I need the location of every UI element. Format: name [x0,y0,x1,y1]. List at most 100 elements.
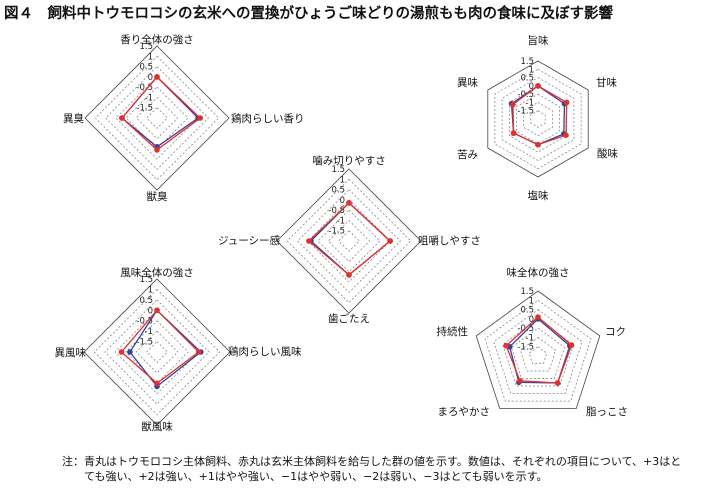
tick-label: -0.5 [136,317,153,327]
data-point-rice [387,238,393,244]
grid-ring [307,199,391,283]
note-text: 青丸はトウモロコシ主体飼料、赤丸は玄米主体飼料を給与した群の値を示す。数値は、そ… [84,455,682,483]
data-point-rice [563,132,569,138]
data-point-rice [535,314,541,320]
axis-label: 鶏肉らしい香り [231,112,305,125]
radar-charts: 1.510.50-0.5-1-1.5香り全体の強さ鶏肉らしい香り獣臭異臭1.51… [55,33,629,433]
tick-label: 1 [340,175,345,185]
tick-label: 1 [148,52,153,62]
grid-ring [125,86,189,150]
axis-label: 異臭 [63,112,84,125]
figure-title: 図４ 飼料中トウモロコシの玄米への置換がひょうご味どりの湯煎もも肉の食味に及ぼす… [4,6,613,22]
tick-label: 1.5 [520,57,534,67]
grid-ring [83,278,231,426]
grid-ring [511,327,565,379]
tick-label: 1 [529,296,534,306]
axis-label: 塩味 [528,189,549,202]
tick-label: -1 [145,93,153,103]
figure-note: 注： 青丸はトウモロコシ主体飼料、赤丸は玄米主体飼料を給与した群の値を示す。数値… [62,454,682,484]
tick-label: -0.5 [328,206,345,216]
axis-label: 歯ごたえ [328,312,370,325]
tick-label: -1 [526,333,534,343]
grid-ring [115,76,199,160]
axis-label: 苦み [457,148,478,161]
tick-label: -1 [526,98,534,108]
data-point-corn [127,349,133,355]
axis-label: 咀嚼しやすさ [418,234,481,247]
grid-ring [327,219,371,263]
tick-label: 0.5 [139,63,153,73]
data-point-rice [535,141,541,148]
grid-ring [493,309,583,394]
grid-ring [276,168,422,314]
tick-label: 1 [148,285,153,295]
tick-label: 1.5 [331,165,345,175]
tick-label: -1.5 [136,104,153,114]
data-point-rice [119,115,125,121]
grid-ring [487,60,589,178]
grid-ring [93,288,221,416]
axis-label: 異風味 [55,347,87,359]
axis-label: 脂っこさ [586,405,628,418]
tick-label: 0 [529,315,534,325]
grid-ring [317,209,381,273]
data-point-rice [154,74,160,80]
grid-ring [114,309,200,395]
tick-label: -1.5 [328,227,345,237]
grid-ring [105,66,209,170]
axis-label: コク [605,326,626,338]
data-point-rice [510,130,517,136]
data-point-rice [346,272,352,278]
radar-chart-texture: 1.510.50-0.5-1-1.5噛み切りやすさ咀嚼しやすさ歯ごたえジューシー… [218,154,481,325]
axis-label: 甘味 [596,76,617,89]
tick-label: 0 [529,82,534,92]
note-label: 注： [62,455,84,468]
grid-ring [502,318,574,387]
data-point-rice [118,349,125,355]
grid-ring [135,96,179,140]
tick-label: 1.5 [139,42,153,52]
data-point-rice [346,200,352,206]
axis-label: 噛み切りやすさ [312,154,386,167]
grid-ring [146,341,168,363]
axis-label: 獣風味 [141,420,173,433]
data-point-rice [154,147,160,153]
tick-label: 0.5 [520,74,534,84]
axis-label: 異味 [457,77,478,89]
tick-label: 1.5 [139,275,153,285]
data-point-rice [197,115,203,121]
series-line-corn [121,75,200,148]
grid-ring [104,299,210,405]
tick-label: 0.5 [139,296,153,306]
data-point-rice [154,307,160,314]
grid-ring [484,299,592,402]
grid-ring [84,45,230,191]
grid-ring [528,346,548,364]
tick-label: -1.5 [517,343,534,353]
tick-label: 0 [148,73,153,83]
grid-ring [146,107,168,129]
tick-label: -1.5 [517,107,534,117]
grid-ring [523,101,553,137]
axis-label: 味全体の強さ [507,266,570,279]
axis-label: 旨味 [528,35,549,47]
tick-label: 0 [340,196,345,206]
series-line-corn [508,318,571,384]
tick-label: -1 [145,327,153,337]
axis-label: まろやかさ [438,406,491,418]
axis-label: ジューシー感 [218,234,281,247]
grid-ring [494,68,582,170]
data-point-rice [503,342,510,349]
tick-label: -1.5 [136,338,153,348]
grid-ring [338,230,360,252]
axis-label: 香り全体の強さ [120,33,194,46]
data-point-rice [510,101,516,108]
data-point-rice [568,342,575,348]
tick-label: -0.5 [136,83,153,93]
axis-label: 鶏肉らしい風味 [228,345,302,358]
grid-ring [125,320,189,384]
